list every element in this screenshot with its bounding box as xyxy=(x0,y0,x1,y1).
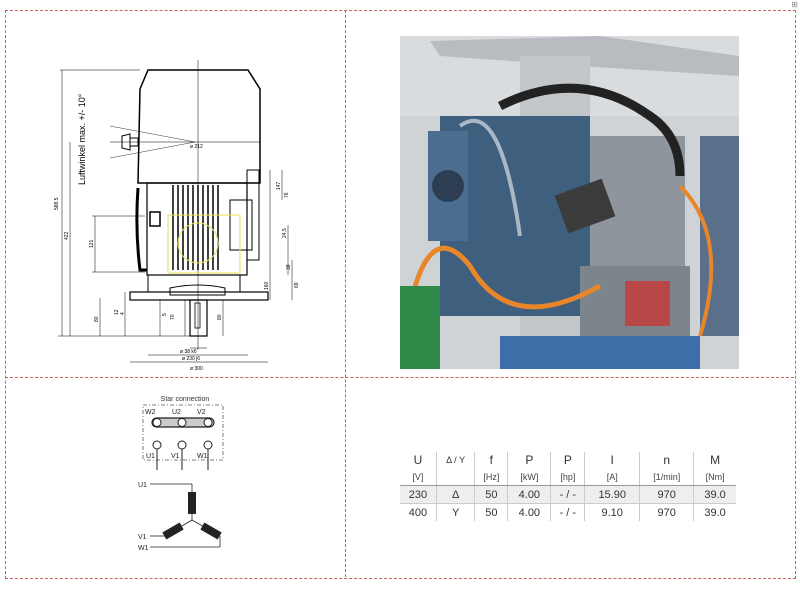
dim-76: 76 xyxy=(284,192,290,198)
dim-shaft-dia: ø 38 k6 xyxy=(180,349,197,355)
dim-4: 4 xyxy=(120,312,126,315)
dim-69: 69 xyxy=(294,282,300,288)
cell: - / - xyxy=(550,503,585,521)
dim-80a: 80 xyxy=(94,316,100,322)
dim-fan-diameter: ø 212 xyxy=(190,144,203,150)
terminal-w2: W2 xyxy=(145,409,156,416)
star-label-u1: U1 xyxy=(138,482,147,489)
wiring-title: Star connection xyxy=(161,396,210,403)
header-power-kw: P xyxy=(507,452,551,468)
table-units-row: [V] [Hz] [kW] [hp] [A] [1/min] [Nm] xyxy=(400,468,736,486)
motor-photo xyxy=(400,36,739,369)
cell: 39.0 xyxy=(693,503,736,521)
terminal-u1: U1 xyxy=(146,453,155,460)
dim-121: 121 xyxy=(89,239,95,248)
terminal-v1: V1 xyxy=(171,453,180,460)
dim-5: 5 xyxy=(162,313,168,316)
cell: - / - xyxy=(550,485,585,504)
motor-body xyxy=(146,182,248,276)
flange xyxy=(129,291,269,301)
resize-corner-icon: ⊞ xyxy=(791,0,798,9)
cell: 4.00 xyxy=(507,503,551,521)
lifting-eyebolt xyxy=(121,133,139,151)
motor-specs-table: U Δ / Y f P P I n M [V] [Hz] [kW] [hp] [… xyxy=(400,452,736,521)
unit-power-kw: [kW] xyxy=(507,468,551,486)
unit-frequency: [Hz] xyxy=(474,468,508,486)
dim-147: 147 xyxy=(276,181,282,190)
divider-vertical xyxy=(345,10,346,577)
dim-total-height: 588.5 xyxy=(54,197,60,210)
header-connection: Δ / Y xyxy=(435,452,475,468)
cell: Δ xyxy=(435,485,475,504)
unit-connection xyxy=(435,468,475,486)
terminal-u2: U2 xyxy=(172,409,181,416)
cooling-fins xyxy=(172,185,219,270)
header-voltage: U xyxy=(413,453,423,467)
drawing-annotation: Luftwinkel max. +/- 10° xyxy=(77,93,87,185)
dim-12: 12 xyxy=(114,309,120,315)
header-speed: n xyxy=(639,452,694,468)
dim-spigot-dia: ø 230 j6 xyxy=(182,356,200,362)
cell: 15.90 xyxy=(584,485,640,504)
dim-160: 160 xyxy=(264,281,270,290)
shaft xyxy=(189,299,208,337)
dim-flange-dia: ø 300 xyxy=(190,366,203,372)
cell: 50 xyxy=(474,503,508,521)
unit-torque: [Nm] xyxy=(693,468,736,486)
unit-current: [A] xyxy=(584,468,640,486)
winding-v xyxy=(162,522,184,540)
cell: 970 xyxy=(639,503,694,521)
dim-422: 422 xyxy=(64,231,70,240)
header-power-hp: P xyxy=(550,452,585,468)
terminal-box xyxy=(229,199,253,251)
cell: 39.0 xyxy=(693,485,736,504)
winding-w xyxy=(200,522,222,540)
star-connection-diagram: Star connection W2 U2 V2 U1 V1 W1 U1 V1 … xyxy=(138,396,224,552)
divider-horizontal xyxy=(5,377,794,378)
highlight-box xyxy=(167,214,241,274)
unit-power-hp: [hp] xyxy=(550,468,585,486)
star-label-v1: V1 xyxy=(138,534,147,541)
header-frequency: f xyxy=(474,452,508,468)
page-frame xyxy=(5,10,796,579)
header-current: I xyxy=(584,452,640,468)
terminal-v2: V2 xyxy=(197,409,206,416)
cell: 50 xyxy=(474,485,508,504)
terminal-w1: W1 xyxy=(197,453,208,460)
table-row: 230 Δ 50 4.00 - / - 15.90 970 39.0 xyxy=(400,485,736,504)
winding-u xyxy=(188,492,196,514)
dim-38: 38 xyxy=(286,264,292,270)
cell: 4.00 xyxy=(507,485,551,504)
cell: Y xyxy=(435,503,475,521)
unit-speed: [1/min] xyxy=(639,468,694,486)
motor-dimension-drawing: Luftwinkel max. +/- 10° 588.5 422 ø 212 xyxy=(54,60,300,372)
cell: 230 xyxy=(400,485,437,504)
star-label-w1: W1 xyxy=(138,545,149,552)
header-torque: M xyxy=(693,452,736,468)
cell: 400 xyxy=(408,506,428,519)
dim-80b: 80 xyxy=(217,314,223,320)
dim-245: 24,5 xyxy=(282,228,288,238)
orange-cable xyxy=(407,245,602,310)
table-row: 400 Y 50 4.00 - / - 9.10 970 39.0 xyxy=(400,503,736,521)
fan-cover xyxy=(137,69,261,184)
table-header-row: U Δ / Y f P P I n M xyxy=(400,452,736,468)
dim-70: 70 xyxy=(170,314,176,320)
unit-voltage: [V] xyxy=(400,468,437,486)
cell: 9.10 xyxy=(584,503,640,521)
cell: 970 xyxy=(639,485,694,504)
